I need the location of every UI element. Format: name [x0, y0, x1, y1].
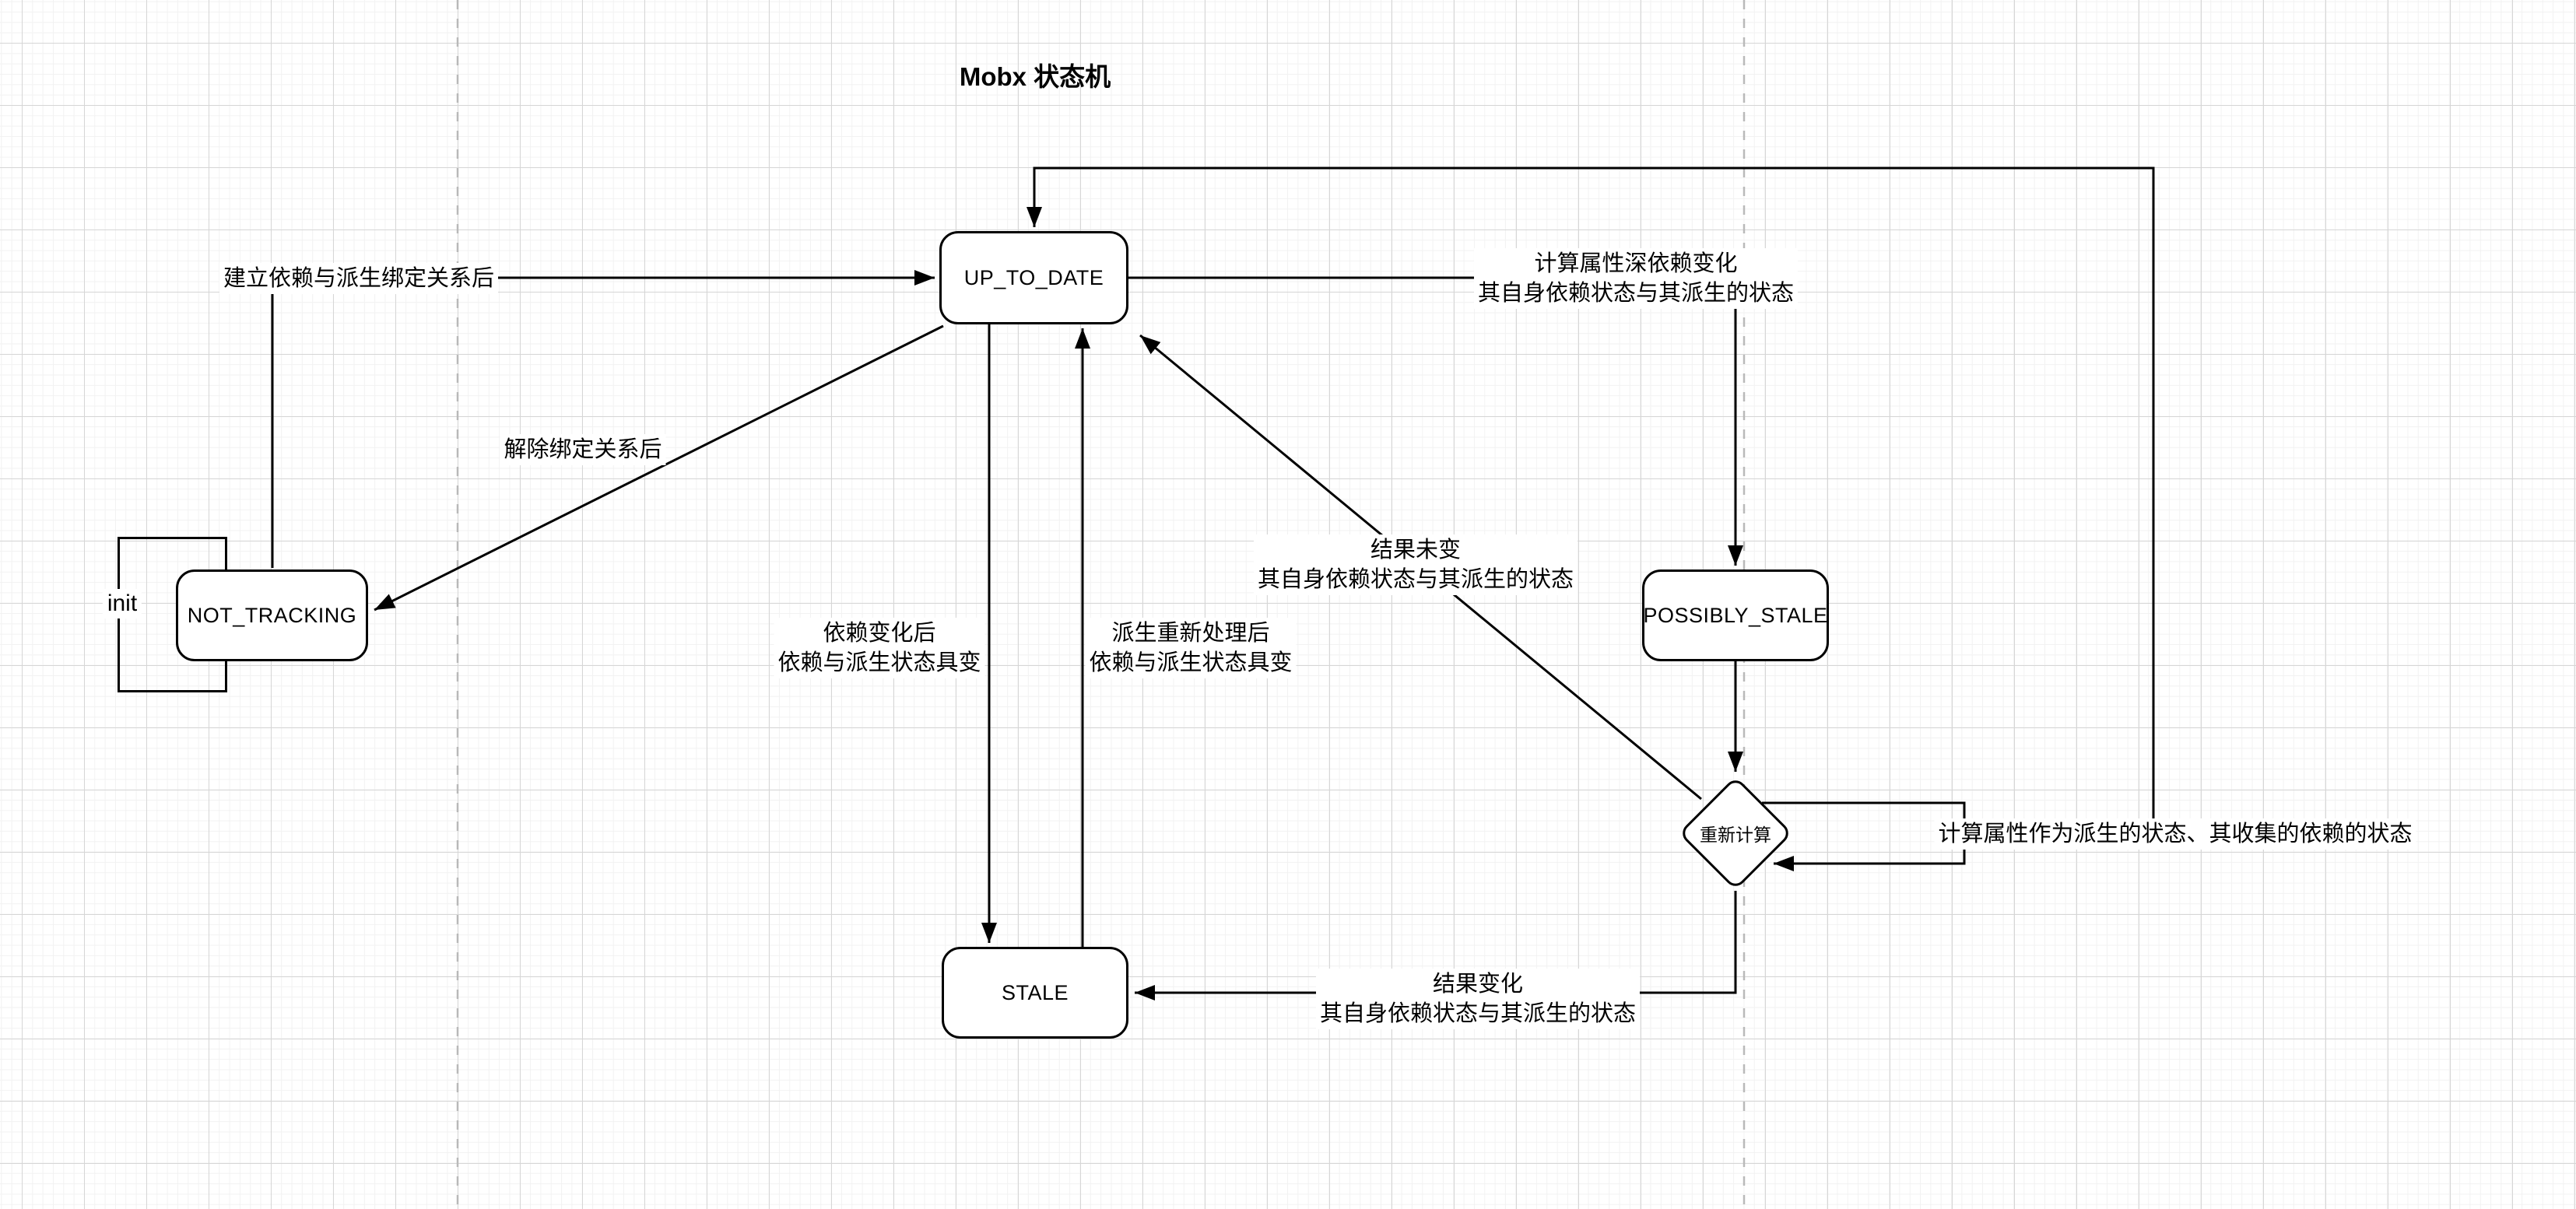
edge-label-line: 计算属性深依赖变化: [1534, 251, 1738, 276]
edge-label-unbind[interactable]: 解除绑定关系后: [500, 434, 666, 465]
node-not-tracking-label: NOT_TRACKING: [187, 603, 357, 627]
node-possibly-stale-label: POSSIBLY_STALE: [1643, 603, 1828, 627]
node-not-tracking[interactable]: NOT_TRACKING: [176, 569, 368, 661]
edge-label-line: 结果未变: [1370, 538, 1462, 562]
edge-label-line: 其自身依赖状态与其派生的状态: [1257, 567, 1574, 592]
edge-label-line: 其自身依赖状态与其派生的状态: [1477, 281, 1795, 306]
edge-label-line: 依赖与派生状态具变: [777, 650, 981, 675]
edge-label-result-changed[interactable]: 结果变化 其自身依赖状态与其派生的状态: [1315, 969, 1641, 1029]
edge-label-result-unchanged[interactable]: 结果未变 其自身依赖状态与其派生的状态: [1253, 534, 1578, 595]
node-stale[interactable]: STALE: [942, 947, 1128, 1039]
node-recompute-label[interactable]: 重新计算: [1700, 825, 1771, 845]
edge-up-to-date-to-possibly-stale[interactable]: [1128, 276, 1743, 566]
edge-label-line: 派生重新处理后: [1111, 621, 1270, 646]
node-stale-label: STALE: [1001, 980, 1069, 1004]
edge-label-dep-changed[interactable]: 依赖变化后 依赖与派生状态具变: [774, 618, 985, 678]
edge-not-tracking-to-up-to-date[interactable]: [271, 270, 935, 568]
edge-label-derivation-reprocessed[interactable]: 派生重新处理后 依赖与派生状态具变: [1085, 618, 1297, 678]
edge-label-line: 依赖与派生状态具变: [1089, 650, 1293, 675]
edge-label-line: 其自身依赖状态与其派生的状态: [1319, 1001, 1637, 1026]
edge-label-line: 结果变化: [1432, 972, 1524, 997]
edge-recompute-to-up-to-date-top[interactable]: [1027, 166, 2155, 826]
edge-label-line: 依赖变化后: [823, 621, 936, 646]
node-up-to-date[interactable]: UP_TO_DATE: [939, 231, 1128, 324]
edge-up-to-date-to-not-tracking[interactable]: [374, 324, 944, 612]
node-up-to-date-label: UP_TO_DATE: [963, 265, 1104, 289]
init-label[interactable]: init: [102, 589, 142, 619]
diagram-title[interactable]: Mobx 状态机: [959, 62, 1111, 91]
edge-label-computed-property-states[interactable]: 计算属性作为派生的状态、其收集的依赖的状态: [1934, 818, 2416, 850]
edge-label-deep-dep-change[interactable]: 计算属性深依赖变化 其自身依赖状态与其派生的状态: [1473, 248, 1799, 309]
node-possibly-stale[interactable]: POSSIBLY_STALE: [1642, 569, 1829, 661]
edge-label-bind-established[interactable]: 建立依赖与派生绑定关系后: [219, 263, 499, 294]
